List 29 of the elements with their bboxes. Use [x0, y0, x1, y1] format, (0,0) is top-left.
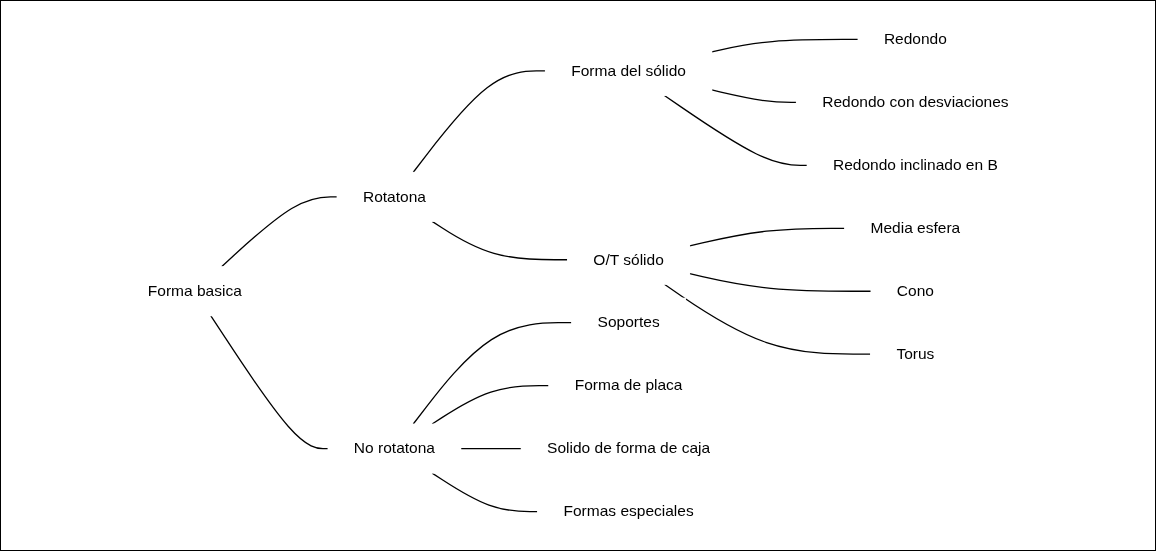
connector	[711, 38, 859, 53]
node-text: Forma de placa	[574, 376, 683, 394]
connector	[431, 220, 568, 261]
node-text: O/T sólido	[593, 250, 664, 268]
node-text: Redondo con desviaciones	[822, 93, 1009, 111]
connector	[412, 70, 546, 173]
node-text: Cono	[896, 282, 934, 300]
node-text: Forma basica	[147, 282, 242, 300]
connector	[460, 447, 522, 450]
node-text: Redondo	[883, 30, 947, 48]
connector	[412, 322, 573, 425]
node-text: No rotatona	[353, 439, 435, 457]
connector	[431, 472, 539, 513]
node-text: Redondo inclinado en B	[832, 156, 998, 174]
connector	[431, 385, 550, 425]
connector	[711, 89, 797, 104]
node-text: Media esfera	[870, 219, 961, 237]
node-text: Forma del sólido	[571, 61, 686, 80]
node-text: Torus	[896, 345, 935, 363]
connector	[210, 315, 329, 450]
connector	[688, 273, 872, 292]
node-text: Soportes	[597, 313, 660, 331]
connector	[220, 196, 338, 268]
connector	[663, 94, 808, 166]
node-text: Rotatona	[362, 187, 426, 206]
node-text: Formas especiales	[563, 502, 694, 520]
connector	[688, 227, 846, 247]
node-text: Solido de forma de caja	[546, 439, 710, 457]
connector	[663, 283, 872, 355]
